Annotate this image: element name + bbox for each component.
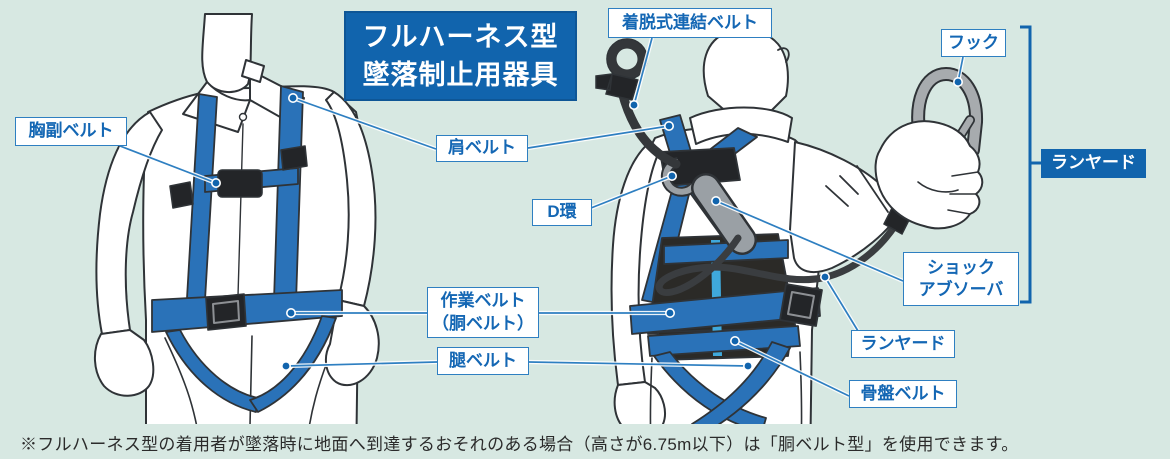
- connecting-belt-fitting: [595, 73, 639, 101]
- label-chest-aux-belt: 胸副ベルト: [15, 117, 127, 146]
- detachable-connecting-belt: [595, 38, 681, 169]
- front-chest-buckle: [217, 169, 263, 198]
- front-placket: [237, 123, 244, 297]
- back-waist-buckle: [779, 283, 823, 327]
- front-neck: [201, 13, 253, 93]
- label-shoulder-belt: 肩ベルト: [436, 135, 528, 162]
- label-pelvic-belt: 骨盤ベルト: [849, 380, 957, 408]
- front-button: [238, 112, 248, 122]
- leader-shoulder-left: [292, 97, 437, 150]
- diagram-title-line2: 墜落制止用器具: [362, 60, 559, 90]
- label-hook: フック: [941, 29, 1006, 57]
- diagram-title: フルハーネス型 墜落制止用器具: [344, 11, 577, 101]
- front-strap-slider-right: [280, 145, 308, 171]
- diagram-title-line1: フルハーネス型: [362, 21, 559, 52]
- front-figure: [94, 13, 380, 459]
- front-waist-belt: [151, 289, 343, 333]
- leader-shoulder-right: [527, 125, 670, 149]
- back-head: [702, 28, 789, 118]
- back-waist-belt: [629, 287, 821, 335]
- front-waist-buckle: [205, 293, 247, 331]
- shock-absorber: [691, 173, 757, 255]
- leader-thigh-right: [528, 361, 749, 367]
- leader-chest-aux: [119, 145, 217, 184]
- leader-shock-absorber: [715, 200, 904, 282]
- label-lanyard: ランヤード: [851, 330, 955, 358]
- leader-pelvic: [734, 340, 850, 397]
- hook-frame: [913, 69, 982, 155]
- illustration-crop-band: [0, 424, 1170, 459]
- leader-dots: [211, 77, 963, 371]
- back-waist-buckle-inner: [787, 291, 815, 319]
- hook-and-hand: [874, 67, 984, 230]
- label-work-belt-line2: （胴ベルト）: [432, 313, 534, 333]
- label-work-belt-line1: 作業ベルト: [440, 291, 526, 311]
- leader-lines: [119, 25, 1041, 398]
- glove-finger-lines: [917, 171, 979, 215]
- back-sleeve-creases: [825, 165, 889, 213]
- label-shock-absorber: ショック アブソーバ: [903, 252, 1019, 306]
- back-collar: [689, 106, 793, 145]
- back-right-sleeve: [789, 141, 901, 274]
- label-shock-absorber-line2: アブソーバ: [918, 280, 1004, 299]
- connecting-belt-strap: [617, 87, 681, 169]
- d-ring-metal-inner: [662, 159, 697, 195]
- front-left-hand: [94, 329, 155, 397]
- footnote: ※フルハーネス型の着用者が墜落時に地面へ到達するおそれのある場合（高さが6.75…: [20, 435, 1019, 454]
- label-d-ring: D環: [532, 199, 592, 226]
- back-pelvic-band: [647, 325, 801, 357]
- label-work-belt: 作業ベルト （胴ベルト）: [427, 287, 539, 338]
- leader-thigh-left: [285, 361, 438, 367]
- back-trouser-creases: [649, 351, 803, 459]
- leader-d-ring: [590, 175, 673, 209]
- shock-absorber-body: [693, 175, 755, 253]
- label-thigh-belt: 腿ベルト: [437, 347, 529, 375]
- front-collar-tab: [241, 59, 265, 83]
- label-lanyard-group: ランヤード: [1041, 149, 1146, 178]
- lanyard-bracket: [1020, 25, 1041, 304]
- leader-lanyard: [824, 276, 859, 332]
- label-shock-absorber-line1: ショック: [927, 257, 995, 277]
- label-detachable-connecting-belt: 着脱式連結ベルト: [608, 8, 772, 38]
- lanyard-rope-path: [655, 210, 906, 297]
- front-waist-buckle-inner: [212, 300, 240, 324]
- leader-detachable: [633, 37, 653, 106]
- connecting-belt-ring: [607, 39, 647, 79]
- front-thigh-strap-right: [249, 315, 337, 413]
- front-strap-slider-left: [169, 181, 194, 209]
